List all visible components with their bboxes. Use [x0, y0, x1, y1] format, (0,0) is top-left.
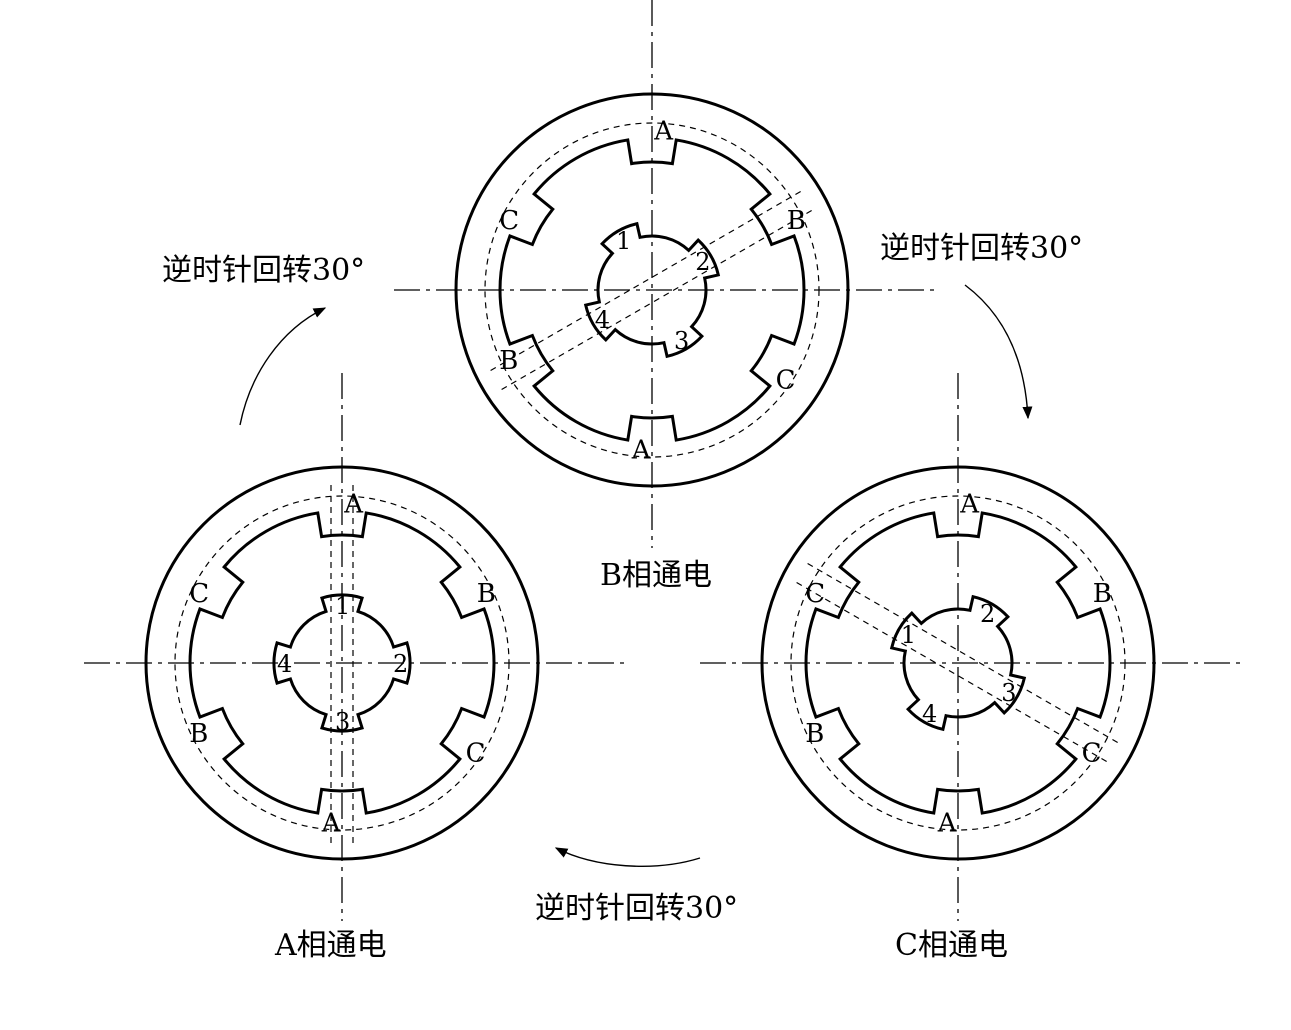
stator-poles: [188, 511, 496, 815]
rotor-tooth-number: 1: [335, 592, 350, 620]
caption-c-phase: C相通电: [895, 928, 1008, 963]
pole-label-top: A: [343, 489, 364, 519]
rotor-tooth-number: 4: [595, 306, 610, 334]
alignment-line: [490, 189, 803, 372]
pole-label-top: A: [959, 489, 980, 519]
pole-label-lower-right: C: [1082, 739, 1102, 769]
pole-label-bottom: A: [937, 809, 958, 839]
caption-b-phase: B相通电: [600, 558, 712, 593]
rotor: [272, 593, 412, 733]
rotor-tooth-number: 2: [393, 650, 408, 678]
rotation-label-upper-right: 逆时针回转30°: [880, 231, 1083, 266]
rotor-tooth-number: 3: [335, 708, 350, 736]
alignment-line: [807, 562, 1120, 745]
pole-label-bottom: A: [321, 809, 342, 839]
rotor-tooth-number: 3: [1001, 679, 1016, 707]
pole-label-lower-left: B: [189, 719, 208, 749]
rotor-tooth-number: 4: [922, 700, 937, 728]
pole-label-top: A: [653, 116, 674, 146]
caption-a-phase: A相通电: [274, 928, 387, 963]
stator-housing: [760, 465, 1156, 861]
rotation-label-upper-left: 逆时针回转30°: [162, 253, 365, 288]
rotation-arrow-bottom: [554, 847, 701, 867]
pole-label-upper-left: C: [499, 206, 519, 236]
pole-label-upper-left: C: [189, 579, 209, 609]
pole-label-bottom: A: [631, 436, 652, 466]
rotor-tooth-number: 2: [695, 248, 710, 276]
stator-housing: [454, 92, 850, 488]
winding-outline: [790, 495, 1126, 831]
pole-label-lower-right: C: [466, 739, 486, 769]
alignment-line: [796, 581, 1109, 764]
rotor-tooth-number: 4: [277, 650, 292, 678]
rotation-arrow-upper-right: [964, 284, 1033, 420]
rotor-tooth-number: 3: [674, 327, 689, 355]
stator-housing: [144, 465, 540, 861]
motor-c: A B C A B C 1 2 3 4: [700, 373, 1246, 921]
motor-a: A B C A B C 1 2 3 4: [84, 373, 630, 921]
pole-label-lower-left: B: [499, 346, 518, 376]
rotor-tooth-number: 2: [980, 600, 995, 628]
winding-outline: [484, 122, 820, 458]
stator-poles: [804, 511, 1112, 815]
pole-label-lower-right: C: [776, 366, 796, 396]
winding-outline: [174, 495, 510, 831]
rotation-label-bottom: 逆时针回转30°: [535, 891, 738, 926]
pole-label-upper-right: B: [1093, 579, 1112, 609]
rotor: [889, 594, 1027, 732]
motor-b: A B C A B C 1 2 3 4: [394, 0, 940, 548]
pole-label-upper-right: B: [787, 206, 806, 236]
pole-label-upper-right: B: [477, 579, 496, 609]
rotor-tooth-number: 1: [901, 621, 916, 649]
rotor: [583, 221, 721, 359]
stator-poles: [498, 138, 806, 442]
pole-label-lower-left: B: [805, 719, 824, 749]
rotation-arrow-upper-left: [239, 307, 327, 426]
pole-label-upper-left: C: [805, 579, 825, 609]
alignment-line: [501, 208, 814, 391]
rotor-tooth-number: 1: [616, 227, 631, 255]
